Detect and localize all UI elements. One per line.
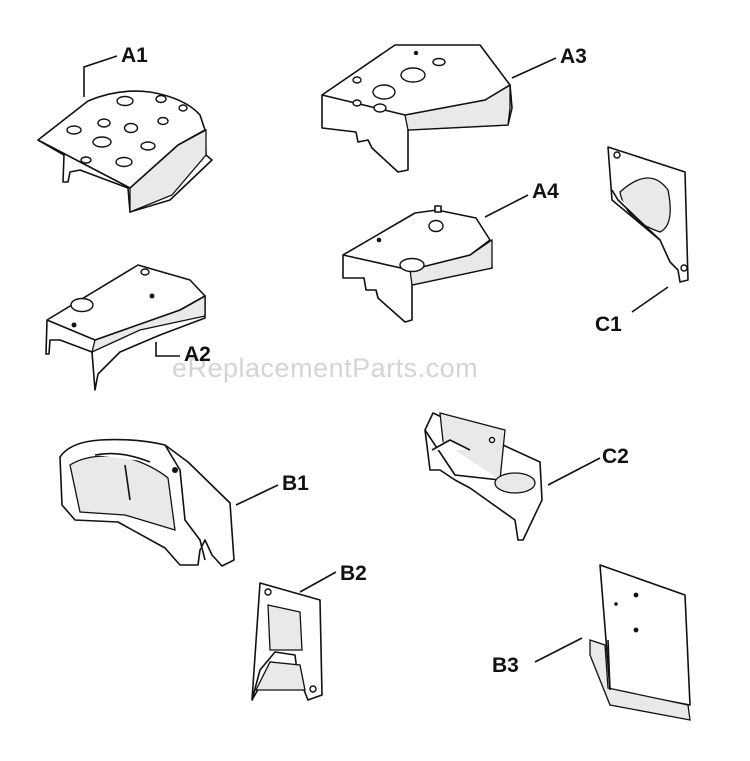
label-b1: B1 [282,472,309,495]
label-c1: C1 [595,313,622,336]
label-b3: B3 [492,654,519,677]
label-a4: A4 [532,180,559,203]
leader-c1 [631,286,669,313]
leader-b2 [299,571,337,593]
leader-b3 [534,637,583,663]
leader-b1 [235,484,279,506]
leader-a2 [155,342,180,357]
part-b2[interactable] [251,582,323,701]
leader-c2 [547,457,601,486]
label-a2: A2 [184,343,211,366]
leader-a1 [83,55,118,97]
part-a3[interactable] [321,44,513,173]
label-a1: A1 [121,44,148,67]
leader-a3 [511,57,557,79]
part-b3[interactable] [589,564,691,721]
leader-a4 [484,194,529,218]
part-a2[interactable] [45,264,206,391]
part-a4[interactable] [342,205,493,323]
label-a3: A3 [560,45,587,68]
label-c2: C2 [602,445,629,468]
part-b1[interactable] [59,438,235,567]
watermark-text: eReplacementParts.com [172,353,478,383]
part-a1[interactable] [37,90,213,213]
label-b2: B2 [340,562,367,585]
part-c2[interactable] [424,412,543,541]
part-c1[interactable] [607,146,689,283]
